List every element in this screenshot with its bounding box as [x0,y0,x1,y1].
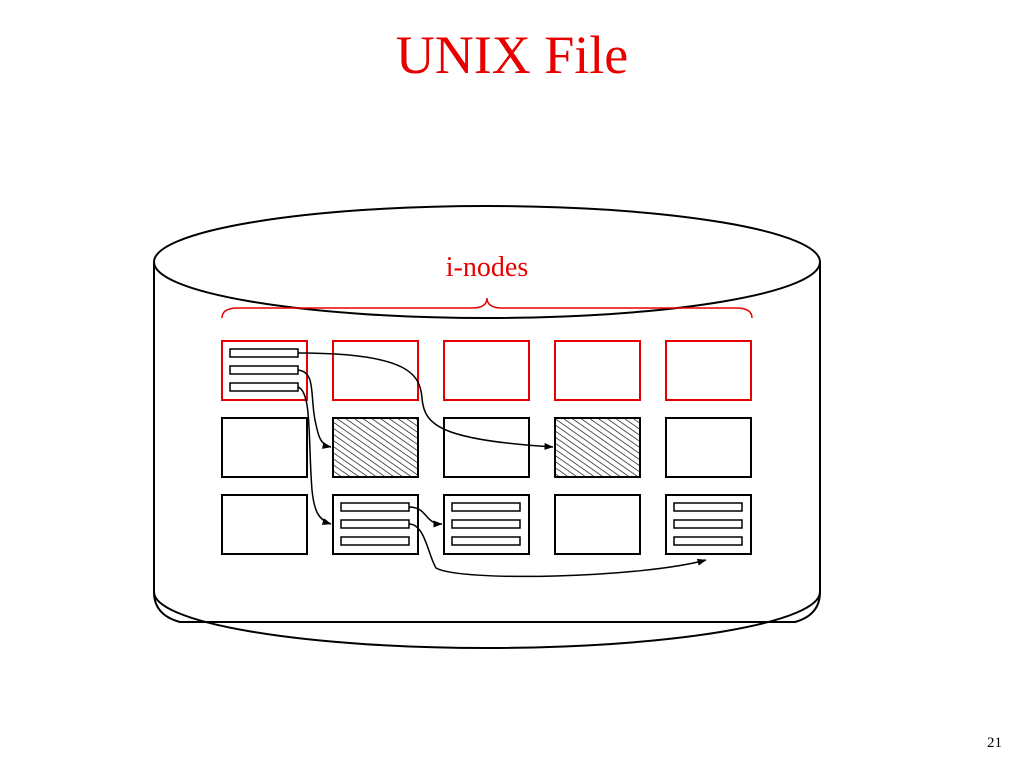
indirect-pointer-entry [340,536,410,546]
indirect-pointer-entry [451,502,521,512]
pointer-arrow [297,369,332,449]
indirect-pointer-entry [340,502,410,512]
indirect-pointer-entry [673,502,743,512]
inodes-brace [221,297,753,319]
indirect-pointer-entry [673,519,743,529]
data-block-used [332,417,419,478]
indirect-pointer-entry [340,519,410,529]
data-block [665,417,752,478]
data-block [554,494,641,555]
disk-cylinder-bottom [153,591,821,649]
indirect-pointer-entry [673,536,743,546]
slide-number: 21 [987,735,1002,751]
inode-pointer-entry [229,365,299,375]
slide-title: UNIX File [395,25,629,85]
disk-cylinder-top [153,205,821,319]
pointer-arrow [297,386,332,525]
pointer-arrow [408,523,707,578]
data-block [221,494,308,555]
inodes-label: i-nodes [446,252,528,283]
pointer-arrow [297,352,554,450]
inode-block-4 [554,340,641,401]
inode-block-2 [332,340,419,401]
inode-pointer-entry [229,348,299,358]
inode-block-3 [443,340,530,401]
data-block [443,417,530,478]
inode-block-5 [665,340,752,401]
indirect-pointer-entry [451,519,521,529]
indirect-pointer-entry [451,536,521,546]
inode-pointer-entry [229,382,299,392]
data-block [221,417,308,478]
data-block-used [554,417,641,478]
pointer-arrow [408,506,443,528]
